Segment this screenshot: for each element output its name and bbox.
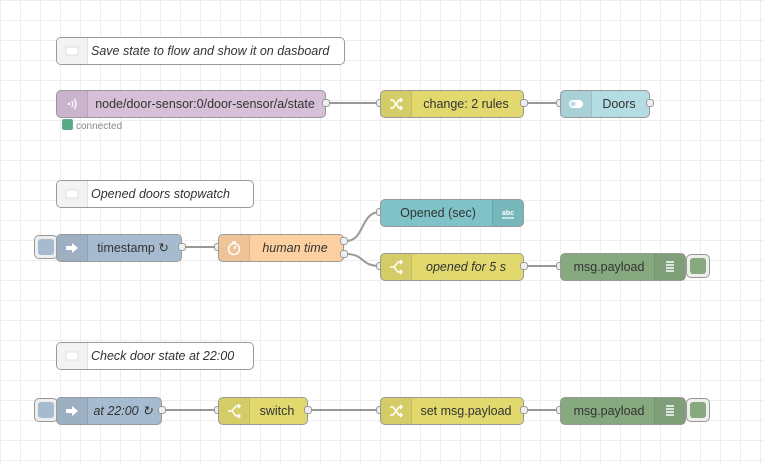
mqtt-status: connected [62, 119, 122, 133]
function-node[interactable]: human time [218, 234, 344, 262]
switch-label: opened for 5 s [426, 260, 506, 274]
timer-icon [219, 235, 250, 261]
function-label: human time [262, 241, 328, 255]
comment-text: Opened doors stopwatch [91, 187, 230, 201]
switch-icon [219, 398, 250, 424]
status-dot-icon [62, 119, 73, 130]
debug-node[interactable]: msg.payload [560, 253, 686, 281]
output-port[interactable] [158, 406, 166, 414]
inject-button[interactable] [34, 235, 58, 259]
arrow-in-icon [57, 398, 88, 424]
switch-icon [381, 254, 412, 280]
comment-node[interactable]: Save state to flow and show it on dasboa… [56, 37, 345, 65]
comment-icon [57, 38, 88, 64]
comment-icon [57, 181, 88, 207]
arrow-in-icon [57, 235, 88, 261]
comment-node[interactable]: Opened doors stopwatch [56, 180, 254, 208]
ui-switch-node[interactable]: Doors [560, 90, 650, 118]
output-port[interactable] [520, 406, 528, 414]
inject-label: at 22:00 ↻ [93, 404, 153, 418]
wifi-icon [57, 91, 88, 117]
wire[interactable] [345, 211, 381, 242]
shuffle-icon [381, 398, 412, 424]
switch-label: switch [259, 404, 295, 418]
debug-toggle-button[interactable] [686, 398, 710, 422]
svg-text:abc: abc [502, 210, 514, 217]
change-label: set msg.payload [420, 404, 512, 418]
list-icon [654, 398, 685, 424]
comment-icon [57, 343, 88, 369]
ui-text-node[interactable]: Opened (sec) abc [380, 199, 524, 227]
output-port[interactable] [520, 99, 528, 107]
debug-label: msg.payload [573, 404, 645, 418]
comment-node[interactable]: Check door state at 22:00 [56, 342, 254, 370]
comment-text: Check door state at 22:00 [91, 349, 235, 363]
wire[interactable] [345, 253, 381, 267]
ui-switch-label: Doors [602, 97, 636, 111]
output-port[interactable] [646, 99, 654, 107]
abc-icon: abc [492, 200, 523, 226]
inject-label: timestamp ↻ [97, 241, 169, 255]
change-node[interactable]: set msg.payload [380, 397, 524, 425]
output-port[interactable] [322, 99, 330, 107]
status-text: connected [76, 121, 123, 132]
output-port[interactable] [304, 406, 312, 414]
output-port-2[interactable] [340, 250, 348, 258]
output-port[interactable] [178, 243, 186, 251]
ui-text-label: Opened (sec) [400, 206, 476, 220]
output-port[interactable] [520, 262, 528, 270]
debug-toggle-button[interactable] [686, 254, 710, 278]
list-icon [654, 254, 685, 280]
toggle-icon [561, 91, 592, 117]
switch-node[interactable]: opened for 5 s [380, 253, 524, 281]
change-label: change: 2 rules [423, 97, 509, 111]
inject-node[interactable]: timestamp ↻ [56, 234, 182, 262]
inject-button[interactable] [34, 398, 58, 422]
mqtt-topic-label: node/door-sensor:0/door-sensor/a/state [95, 97, 315, 111]
inject-node[interactable]: at 22:00 ↻ [56, 397, 162, 425]
switch-node[interactable]: switch [218, 397, 308, 425]
comment-text: Save state to flow and show it on dasboa… [91, 44, 330, 58]
debug-node[interactable]: msg.payload [560, 397, 686, 425]
change-node[interactable]: change: 2 rules [380, 90, 524, 118]
output-port-1[interactable] [340, 237, 348, 245]
debug-label: msg.payload [573, 260, 645, 274]
shuffle-icon [381, 91, 412, 117]
mqtt-in-node[interactable]: node/door-sensor:0/door-sensor/a/state [56, 90, 326, 118]
